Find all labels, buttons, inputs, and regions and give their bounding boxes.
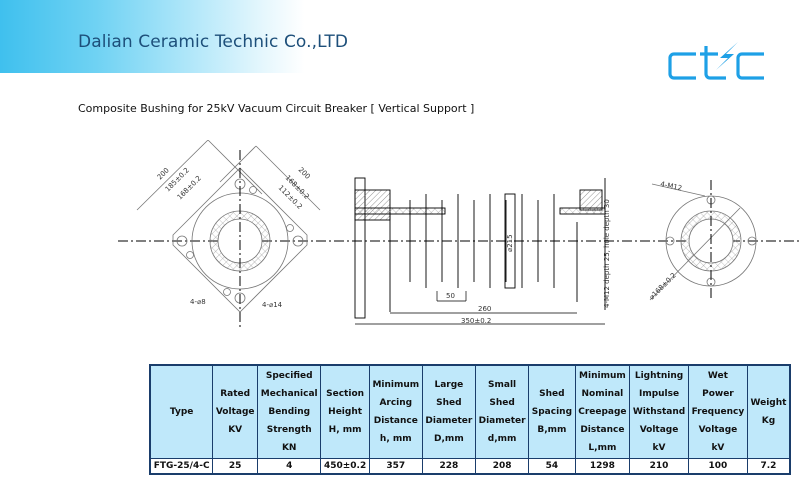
header-line: Wet [707,371,728,381]
technical-drawing: 200 185±0.2 168±0.2 200 168±0.2 112±0.2 … [118,140,801,330]
header-line: H, mm [328,425,362,435]
dim-50: 50 [446,292,455,300]
table-cell: 54 [528,458,576,475]
header-line: D,mm [434,434,464,444]
header-line: Minimum [579,371,626,381]
header-line: Voltage [698,425,738,435]
header-line: kV [652,443,666,453]
table-cell: FTG-25/4-C [149,458,214,475]
ctc-logo [668,42,764,80]
header-line: Minimum [372,380,420,390]
header-line: Large [434,380,464,390]
table-cell: 4 [257,458,322,475]
large-shed-marker [504,193,516,289]
header-line: Diameter [478,416,526,426]
header-line: Spacing [531,407,573,417]
header-line: Rated [220,389,251,399]
dim-260: 260 [478,305,491,313]
header-line: Shed [539,389,565,399]
header-line: d,mm [487,434,517,444]
header-line: Diameter [425,416,473,426]
dim-350: 350±0.2 [461,317,491,325]
company-name: Dalian Ceramic Technic Co.,LTD [78,32,349,52]
drawing-title: Composite Bushing for 25kV Vacuum Circui… [78,102,475,115]
pcd-168: ⌀168±0.2 [648,271,678,301]
header-line: Nominal [581,389,624,399]
thread-note: 4-M12 depth 25, hole depth 30 [603,199,611,308]
header-line: Distance [373,416,418,426]
hole-14-label: 4-⌀14 [262,301,283,309]
header-line: Frequency [691,407,745,417]
header-banner [0,0,801,73]
header-line: Shed [436,398,462,408]
header-line: Impulse [638,389,680,399]
header-line: Distance [580,425,625,435]
header-line: Section [326,389,365,399]
header-line: Creepage [578,407,627,417]
header-line: Type [169,407,194,417]
table-cell: 208 [474,458,530,475]
header-line: Weight [750,398,787,408]
header-line: Power [702,389,734,399]
header-line: Mechanical [260,389,318,399]
header-line: Small [488,380,517,390]
header-line: Kg [761,416,776,426]
sheds [409,193,555,289]
header-line: Voltage [639,425,679,435]
header-line: Shed [489,398,515,408]
table-cell: 450±0.2 [320,458,370,475]
table-cell: 7.2 [746,458,791,475]
header-line: Specified [265,371,313,381]
dim-diameter-215: ⌀215 [506,234,514,252]
table-cell: 25 [212,458,259,475]
header-line: kV [711,443,725,453]
header-line: h, mm [379,434,412,444]
header-line: L,mm [588,443,617,453]
header-line: Voltage [215,407,255,417]
header-line: Arcing [379,398,413,408]
bushing-side-view [354,177,606,319]
dim-200-right: 200 [297,166,312,181]
table-cell: 210 [629,458,689,475]
header-line: Strength [266,425,312,435]
table-cell: 357 [368,458,423,475]
header-line: KN [281,443,297,453]
header-line: B,mm [537,425,567,435]
header-line: Height [328,407,363,417]
hole-8-label: 4-⌀8 [190,298,206,306]
thread-4-m12: 4-M12 [660,180,683,192]
header-line: Bending [268,407,311,417]
table-cell: 100 [687,458,748,475]
column-header: Type [149,364,214,459]
table-cell: 228 [421,458,476,475]
header-line: Lightning [634,371,684,381]
table-cell: 1298 [574,458,631,475]
header-line: Withstand [632,407,686,417]
header-line: KV [228,425,243,435]
